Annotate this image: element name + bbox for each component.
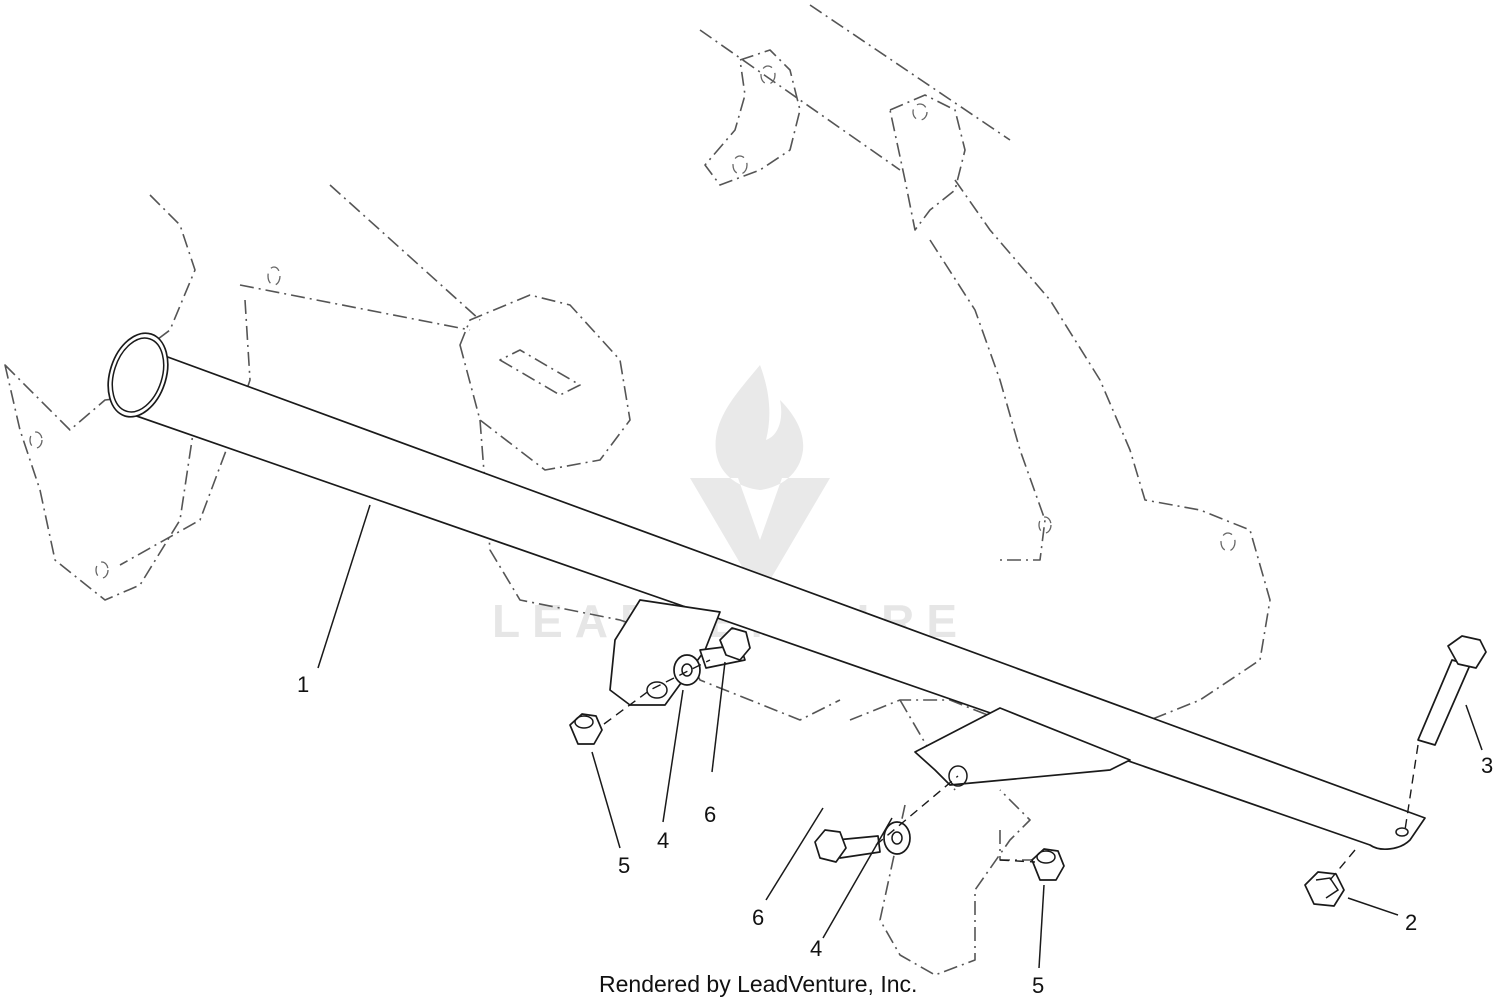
tube-body xyxy=(124,344,1426,850)
bracket-right-plate xyxy=(914,707,1131,786)
housing-hole-a xyxy=(1038,516,1052,534)
frame-diagonal-a xyxy=(239,284,471,331)
leader-3 xyxy=(1465,704,1483,751)
nut-5b-face xyxy=(1036,850,1056,864)
left-bracket-hole xyxy=(29,431,43,449)
part-2-flange-nut xyxy=(1304,871,1345,907)
part-5-nut-left xyxy=(569,713,603,745)
callout-6-upper: 6 xyxy=(704,802,716,827)
washer-4b-inner xyxy=(891,831,903,845)
main-housing-ghost xyxy=(849,179,1271,721)
tube-end-cap-inner xyxy=(111,337,165,413)
nut-5a-body xyxy=(569,713,603,745)
nut-5b-body xyxy=(1031,848,1065,881)
left-bracket-hole-2 xyxy=(95,561,109,579)
inner-box-lower xyxy=(479,419,841,721)
callouts: 1 2 3 4 4 5 5 6 6 xyxy=(297,672,1493,998)
part-4-washer-upper xyxy=(673,654,701,686)
nut-2-flange xyxy=(1315,877,1340,899)
callout-5-right: 5 xyxy=(1032,973,1044,998)
tube-end-cap xyxy=(107,332,169,418)
assembly-lines xyxy=(603,659,1419,881)
bolt-3-head xyxy=(1447,635,1487,669)
tube-pin-hole xyxy=(1395,827,1409,837)
mount-bracket-right xyxy=(914,707,1131,787)
leader-6b xyxy=(765,807,824,901)
callout-4-lower: 4 xyxy=(810,936,822,961)
leader-1 xyxy=(317,504,371,669)
inner-box-ghost xyxy=(459,294,631,471)
callout-2: 2 xyxy=(1405,910,1417,935)
left-flange-ghost xyxy=(149,194,196,346)
ghost-frame xyxy=(4,4,1271,976)
leader-2 xyxy=(1347,897,1399,916)
assy-line-nut2 xyxy=(1329,849,1356,881)
bolt-3-shank xyxy=(1417,659,1471,746)
top-bracket-right-ghost xyxy=(889,94,966,231)
callout-3: 3 xyxy=(1481,753,1493,778)
housing-inner-ghost xyxy=(929,239,1046,561)
top-bracket-hole-1 xyxy=(760,65,776,85)
leader-6a xyxy=(711,661,726,773)
frame-diagonal-c xyxy=(699,29,901,171)
part-6-bolt-upper xyxy=(699,627,751,669)
callout-4-upper: 4 xyxy=(657,828,669,853)
leader-4a xyxy=(662,689,684,823)
lower-plate-ghost xyxy=(879,789,1031,976)
bracket-right-hole xyxy=(948,765,968,787)
callout-6-lower: 6 xyxy=(752,905,764,930)
part-6-bolt-lower xyxy=(814,829,881,863)
part-5-nut-right xyxy=(1031,848,1065,881)
top-bracket-hole-3 xyxy=(912,103,928,121)
top-bracket-hole-2 xyxy=(732,155,748,175)
washer-4b-outer xyxy=(883,821,911,855)
part-4-washer-lower xyxy=(883,821,911,855)
part-3-bolt xyxy=(1417,635,1487,746)
left-bracket-ghost xyxy=(4,364,196,601)
washer-4a-inner xyxy=(681,663,693,677)
top-bracket-left-ghost xyxy=(704,49,801,186)
frame-diagonal-d xyxy=(809,4,1011,141)
frame-diagonal-b xyxy=(329,184,481,321)
callout-leaders xyxy=(317,504,1483,969)
render-credit: Rendered by LeadVenture, Inc. xyxy=(599,971,917,997)
leader-5b xyxy=(1038,884,1045,969)
assy-line-left xyxy=(603,659,711,725)
assy-line-lower xyxy=(875,775,959,846)
assy-line-nut5b xyxy=(999,859,1036,863)
inner-box-slot xyxy=(499,349,581,396)
callout-5-left: 5 xyxy=(618,853,630,878)
nut-5a-face xyxy=(574,715,594,729)
nut-2-body xyxy=(1304,871,1345,907)
bolt-6a-head xyxy=(719,627,751,661)
callout-1: 1 xyxy=(297,672,309,697)
leader-5a xyxy=(591,751,621,849)
frame-hole-a xyxy=(267,266,281,286)
bracket-left-hole xyxy=(646,681,668,699)
part-1-tube xyxy=(107,332,1426,850)
bolt-6b-head xyxy=(814,829,847,863)
leader-4b xyxy=(822,817,893,939)
washer-4a-outer xyxy=(673,654,701,686)
housing-hole-b xyxy=(1220,532,1236,552)
flame-v-logo-icon xyxy=(690,365,830,580)
